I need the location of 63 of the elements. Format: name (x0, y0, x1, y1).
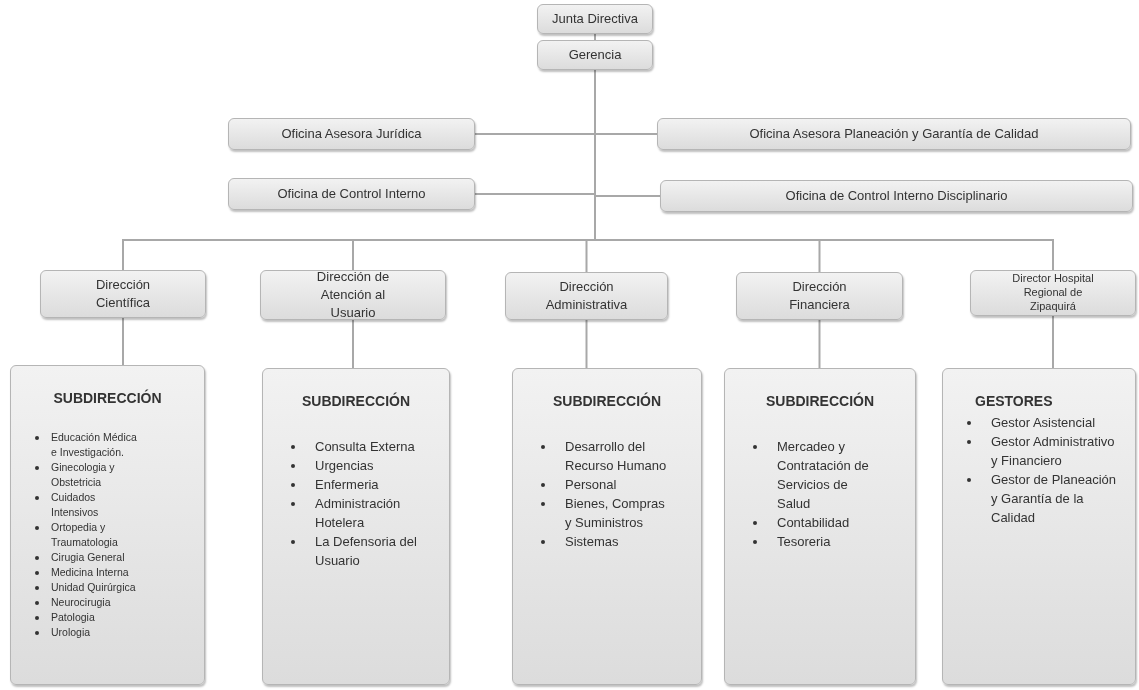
list-item: Desarrollo del Recurso Humano (565, 438, 668, 475)
org-box (228, 118, 475, 150)
list-item: Ginecologia y Obstetricia (51, 460, 116, 490)
list-item: Tesoreria (777, 533, 831, 551)
list-item: Administración Hotelera (315, 495, 402, 532)
box-label: Director Hospital Regional de Zipaquirá (1011, 272, 1095, 314)
list-item: Gestor de Planeación y Garantía de la Calidad (991, 471, 1118, 527)
list-item: Medicina Interna (51, 565, 129, 580)
list-item: Contabilidad (777, 514, 850, 532)
list-item: Gestor Asistencial (991, 414, 1096, 432)
list-item: Neurocirugia (51, 595, 111, 610)
org-box (260, 270, 446, 320)
list-item: Consulta Externa (315, 438, 415, 456)
box-heading: SUBDIRECCIÓN (301, 393, 411, 409)
box-heading: SUBDIRECCIÓN (765, 393, 875, 409)
list-item: Personal (565, 476, 617, 494)
list-panel (262, 368, 450, 685)
connector-line (1052, 315, 1054, 369)
list-item: Unidad Quirúrgica (51, 580, 136, 595)
org-box (660, 180, 1133, 212)
list-panel (724, 368, 916, 685)
box-heading: SUBDIRECCIÓN (552, 393, 662, 409)
list-item: Urologia (51, 625, 91, 640)
box-label: Oficina Asesora Planeación y Garantía de Calidad (749, 125, 1039, 143)
org-box (505, 272, 668, 320)
list-item: Educación Médica e Investigación. (51, 430, 138, 460)
list-item: Cirugia General (51, 550, 125, 565)
list-item: La Defensoria del Usuario (315, 533, 417, 570)
list-item: Sistemas (565, 533, 619, 551)
box-label: Dirección de Atención al Usuario (315, 268, 391, 322)
list-item: Mercadeo y Contratación de Servicios de Salud (777, 438, 870, 513)
org-box (40, 270, 206, 318)
list-item: Gestor Administrativo y Financiero (991, 433, 1116, 470)
box-label: Gerencia (568, 46, 622, 64)
list-item: Enfermeria (315, 476, 379, 494)
box-heading: SUBDIRECCIÓN (53, 390, 162, 406)
org-box (657, 118, 1131, 150)
list-panel (942, 368, 1136, 685)
connector-line (352, 319, 354, 369)
box-label: Oficina Asesora Jurídica (281, 125, 422, 143)
org-box (970, 270, 1136, 316)
connector-line (585, 319, 588, 369)
box-label: Dirección Científica (94, 276, 152, 312)
connector-line (594, 33, 596, 41)
connector-line (818, 319, 821, 369)
list-item: Cuidados Intensivos (51, 490, 100, 520)
box-label: Oficina de Control Interno Disciplinario (785, 187, 1008, 205)
org-box (537, 40, 653, 70)
connector-line (122, 317, 124, 366)
list-item: Patologia (51, 610, 95, 625)
box-label: Dirección Financiera (788, 278, 851, 314)
box-label: Dirección Administrativa (544, 278, 629, 314)
list-panel (10, 365, 205, 685)
list-item: Urgencias (315, 457, 374, 475)
box-label: Junta Directiva (552, 10, 638, 28)
box-label: Oficina de Control Interno (277, 185, 426, 203)
box-heading: GESTORES (975, 393, 1053, 409)
list-item: Ortopedia y Traumatologia (51, 520, 119, 550)
list-item: Bienes, Compras y Suministros (565, 495, 666, 532)
list-panel (512, 368, 702, 685)
org-box (228, 178, 475, 210)
org-box (736, 272, 903, 320)
org-box (537, 4, 653, 34)
